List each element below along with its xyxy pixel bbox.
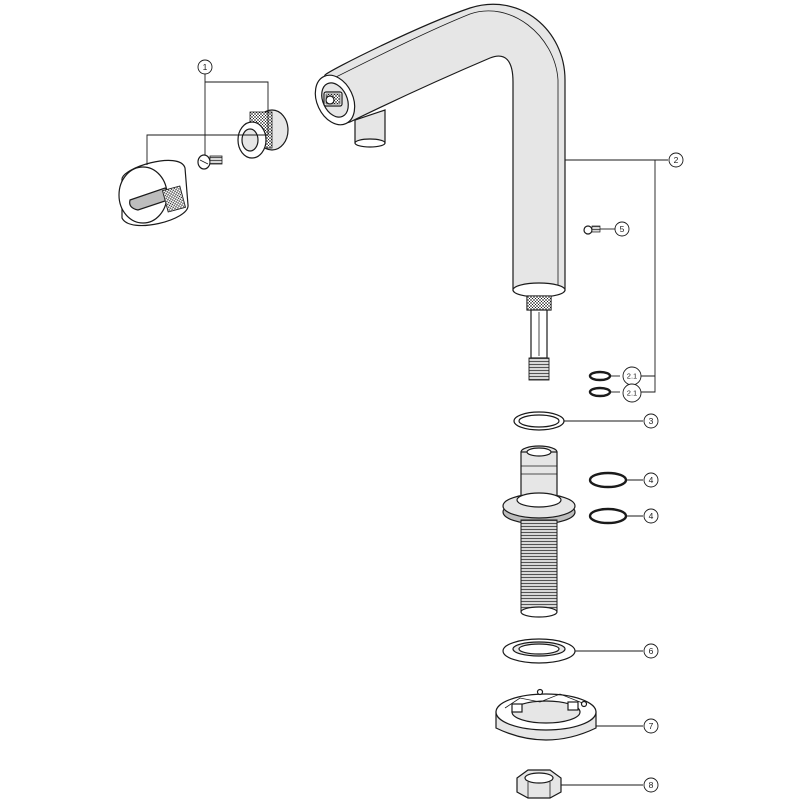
leader-lines — [146, 74, 668, 786]
callout-label: 8 — [649, 780, 654, 790]
hex-nut — [516, 769, 562, 799]
callout-label: 6 — [649, 646, 654, 656]
flat-gasket — [513, 411, 565, 431]
callout-6: 6 — [643, 643, 659, 659]
callout-5: 5 — [614, 221, 630, 237]
callout-2-1-upper: 2.1 — [622, 366, 642, 386]
set-screw — [583, 225, 601, 235]
callout-8: 8 — [643, 777, 659, 793]
mounting-shank — [502, 445, 576, 618]
callout-label: 4 — [649, 475, 654, 485]
callout-label: 5 — [620, 224, 625, 234]
spout-body — [314, 3, 566, 381]
o-ring-small-lower — [588, 386, 612, 398]
callout-label: 7 — [649, 721, 654, 731]
callout-2: 2 — [668, 152, 684, 168]
cartridge-adapter — [237, 109, 289, 159]
callout-label: 4 — [649, 511, 654, 521]
callout-4-lower: 4 — [643, 508, 659, 524]
callout-2-1-lower: 2.1 — [622, 383, 642, 403]
callout-label: 3 — [649, 416, 654, 426]
o-ring-large-upper — [588, 471, 628, 489]
fiber-washer — [502, 638, 576, 664]
callout-label: 2 — [674, 155, 679, 165]
callout-4-upper: 4 — [643, 472, 659, 488]
handle-screw — [197, 154, 223, 170]
callout-7: 7 — [643, 718, 659, 734]
mounting-bracket — [495, 688, 597, 741]
callout-3: 3 — [643, 413, 659, 429]
callout-label: 2.1 — [627, 372, 637, 381]
o-ring-small-upper — [588, 370, 612, 382]
o-ring-large-lower — [588, 507, 628, 525]
callout-1: 1 — [197, 59, 213, 75]
handle-knob — [118, 159, 189, 227]
callout-label: 2.1 — [627, 389, 637, 398]
callout-label: 1 — [203, 62, 208, 72]
